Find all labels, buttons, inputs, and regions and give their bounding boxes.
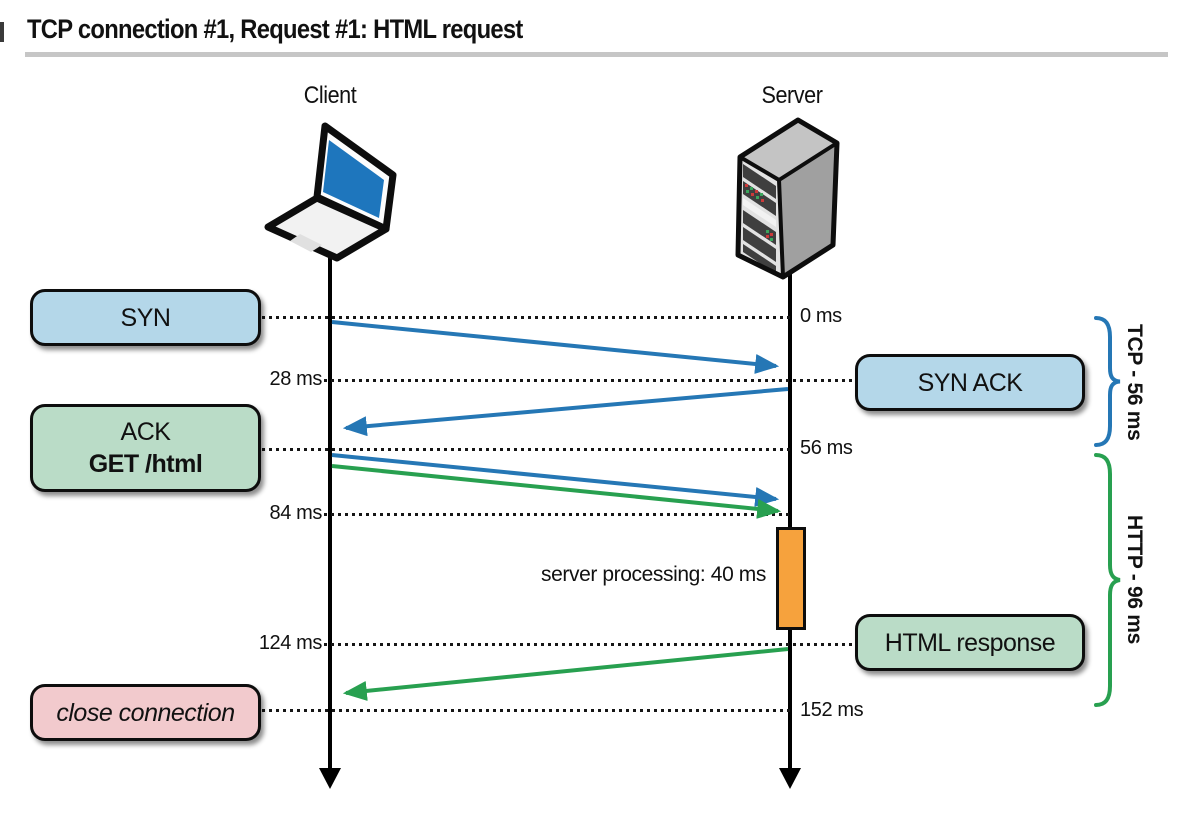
- server-icon: [735, 117, 840, 280]
- syn-box-label: SYN: [120, 303, 171, 332]
- get-html-label: GET /html: [88, 450, 203, 478]
- server-label: Server: [761, 82, 823, 109]
- client-label: Client: [303, 82, 357, 109]
- close-connection-label: close connection: [56, 698, 235, 727]
- time-label-56ms: 56 ms: [800, 437, 853, 459]
- tcp-brace-label: TCP - 56 ms: [1123, 323, 1146, 441]
- laptop-icon: [264, 122, 397, 262]
- http-brace: [1094, 453, 1121, 707]
- timeline-dotted-28ms: [324, 379, 855, 382]
- time-label-84ms: 84 ms: [269, 502, 323, 524]
- time-label-0ms: 0 ms: [800, 305, 842, 327]
- arrow-html-response: [342, 647, 789, 701]
- server-white-slot: [743, 198, 776, 227]
- http-brace-label: HTTP - 96 ms: [1123, 515, 1146, 645]
- timeline-dotted-0ms: [262, 316, 790, 319]
- time-label-124ms: 124 ms: [258, 632, 323, 654]
- html-response-label: HTML response: [884, 628, 1056, 657]
- laptop-screen: [323, 140, 384, 218]
- timeline-dotted-56ms: [262, 448, 790, 451]
- ack-label: ACK: [120, 418, 171, 446]
- timeline-dotted-124ms: [324, 643, 855, 646]
- server-processing-box: [776, 527, 806, 630]
- server-top-face: [740, 120, 837, 180]
- arrow-ack: [331, 453, 780, 507]
- server-lifeline-arrowhead: [779, 768, 801, 789]
- title-divider: [25, 52, 1168, 57]
- close-connection-box: close connection: [30, 684, 261, 741]
- server-lifeline: [788, 272, 792, 770]
- laptop-base: [264, 194, 390, 262]
- timeline-dotted-152ms: [262, 709, 790, 712]
- server-leds: [745, 184, 773, 241]
- time-label-28ms: 28 ms: [269, 368, 323, 390]
- syn-box: SYN: [30, 289, 261, 346]
- laptop-trackpad: [290, 234, 322, 252]
- ack-get-box: ACK GET /html: [30, 404, 261, 492]
- server-side-face: [779, 143, 837, 277]
- diagram-title: TCP connection #1, Request #1: HTML requ…: [27, 14, 523, 44]
- syn-ack-label: SYN ACK: [917, 368, 1023, 397]
- client-lifeline: [328, 254, 332, 770]
- syn-ack-box: SYN ACK: [855, 354, 1085, 411]
- server-inner-edges: [738, 141, 839, 278]
- html-response-box: HTML response: [855, 614, 1085, 671]
- client-lifeline-arrowhead: [319, 768, 341, 789]
- time-label-152ms: 152 ms: [800, 699, 864, 721]
- server-processing-label: server processing: 40 ms: [541, 563, 766, 586]
- tcp-brace: [1094, 316, 1121, 447]
- timeline-dotted-84ms: [324, 513, 790, 516]
- arrow-syn-ack: [342, 387, 789, 437]
- arrow-get-html: [331, 464, 782, 519]
- arrow-syn: [331, 320, 780, 374]
- server-outline: [735, 117, 840, 280]
- page-edge-mark: [0, 22, 4, 42]
